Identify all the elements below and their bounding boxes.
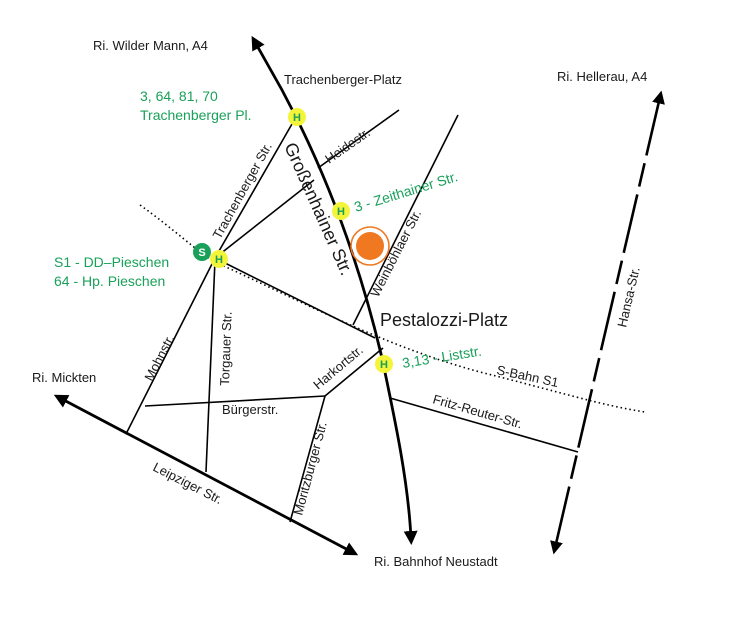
road-trachenberger <box>214 116 297 259</box>
street-heidestr: Heidestr. <box>322 125 373 167</box>
stop-liststr: H <box>375 355 393 373</box>
road-fritz-reuter <box>389 397 579 453</box>
street-mohnstr: Mohnstr. <box>141 332 177 383</box>
destination-dot <box>356 232 384 260</box>
main-roads <box>53 35 418 556</box>
road-hansa <box>550 90 665 555</box>
stop-label-pieschen-sbahn: S1 - DD–Pieschen <box>54 254 169 270</box>
stop-letter: H <box>293 112 301 124</box>
direction-hellerau: Ri. Hellerau, A4 <box>557 69 647 84</box>
stop-label-pieschen-bus: 64 - Hp. Pieschen <box>54 273 165 289</box>
stop-pieschen-sbahn: S <box>193 243 211 261</box>
direction-wilder-mann: Ri. Wilder Mann, A4 <box>93 38 208 53</box>
street-fritz-reuter: Fritz-Reuter-Str. <box>431 391 524 431</box>
stop-letter: H <box>337 206 345 218</box>
street-sbahn: S-Bahn S1 <box>495 362 560 390</box>
stop-pieschen: H <box>210 250 228 268</box>
stop-label-liststr: 3,13 - Liststr. <box>401 343 483 371</box>
sbahn-letter: S <box>198 247 205 259</box>
minor-roads <box>125 109 579 523</box>
street-trachenberger: Trachenberger Str. <box>210 140 275 242</box>
destination-marker <box>350 226 390 266</box>
stop-label-trachenberger-lines: 3, 64, 81, 70 <box>140 88 218 104</box>
place-pestalozzi-platz: Pestalozzi-Platz <box>380 310 508 330</box>
stop-letter: H <box>380 359 388 371</box>
stop-trachenberger: H <box>288 108 306 126</box>
street-buergerstr: Bürgerstr. <box>222 402 278 417</box>
stop-letter: H <box>215 254 223 266</box>
stop-zeithainer: H <box>332 202 350 220</box>
stop-label-trachenberger-name: Trachenberger Pl. <box>140 107 252 123</box>
road-grossenhainer <box>251 35 418 545</box>
direction-mickten: Ri. Mickten <box>32 370 96 385</box>
road-torgauer <box>205 259 216 473</box>
stop-label-zeithainer: 3 - Zeithainer Str. <box>352 168 459 215</box>
road-leipziger <box>53 394 359 556</box>
place-trachenberger-platz: Trachenberger-Platz <box>284 72 402 87</box>
street-torgauer: Torgauer Str. <box>217 311 235 386</box>
destination-ring <box>350 226 390 266</box>
sbahn-line <box>139 204 646 413</box>
direction-neustadt: Ri. Bahnhof Neustadt <box>374 554 498 569</box>
street-moritzburger: Moritzburger Str. <box>290 420 329 517</box>
